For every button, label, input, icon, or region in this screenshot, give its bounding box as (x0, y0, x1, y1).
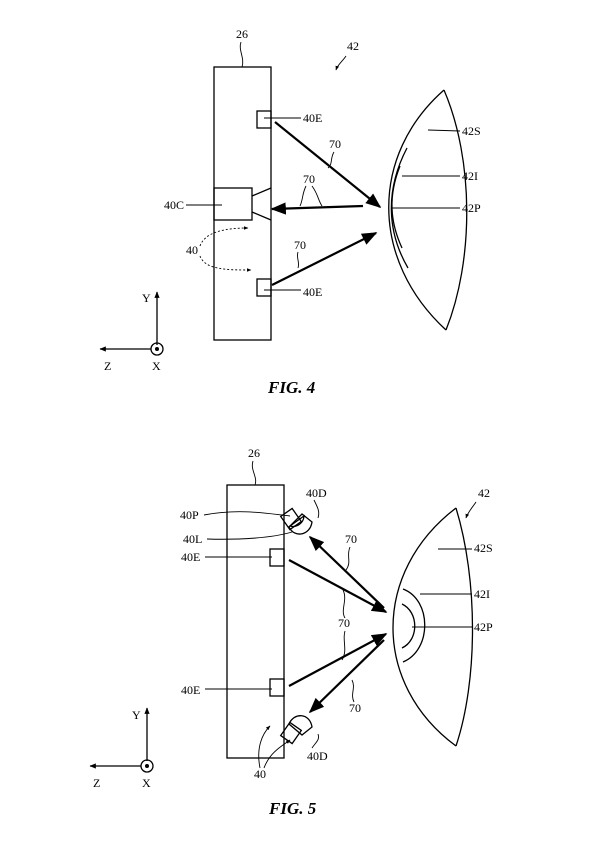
pupil-label: 42P (462, 201, 481, 215)
components-leader-2 (263, 739, 291, 769)
camera-label: 40C (164, 198, 184, 212)
ray-label-2: 70 (303, 172, 315, 186)
device-label: 26 (248, 446, 260, 460)
detector-bottom-leader (311, 733, 319, 749)
ray-label-1: 70 (345, 532, 357, 546)
ray-emit-top (288, 559, 388, 613)
eye-leader (465, 501, 477, 519)
pupil-label: 42P (474, 620, 493, 634)
detector-top-label: 40D (306, 486, 327, 500)
eye-label: 42 (347, 39, 359, 53)
device-body (226, 484, 285, 759)
components-label: 40 (186, 243, 198, 257)
lens-top (288, 513, 313, 535)
components-leader-1 (199, 226, 249, 247)
x-axis-dot (155, 347, 159, 351)
ray-emit-bottom (271, 232, 378, 286)
photodetector-label: 40P (180, 508, 199, 522)
camera-lens-top (251, 187, 272, 197)
sclera-label: 42S (474, 541, 493, 555)
ray-emit-bottom (288, 633, 388, 687)
lens-leader (206, 531, 293, 540)
eye-iris (390, 147, 409, 269)
eye-cornea-outer (392, 507, 457, 747)
ray-label-3: 70 (294, 238, 306, 252)
camera-lens-bottom (251, 211, 272, 221)
iris-label: 42I (474, 587, 490, 601)
eye-sclera-curve (443, 89, 468, 331)
emitter-top-label: 40E (181, 550, 200, 564)
device-body (213, 66, 272, 341)
detector-top (279, 507, 313, 535)
device-leader (251, 460, 257, 486)
ray-emit-top (274, 121, 382, 208)
emitter-bottom (256, 278, 272, 297)
lens-bottom (288, 715, 313, 736)
y-axis-label: Y (132, 708, 141, 722)
emitter-top (256, 110, 272, 129)
figure-4-caption: FIG. 4 (267, 378, 315, 397)
ray-leader-2a (299, 185, 307, 207)
ray-label-1: 70 (329, 137, 341, 151)
eye-pupil (391, 165, 403, 249)
emitter-bottom-label: 40E (181, 683, 200, 697)
figure-5-caption: FIG. 5 (268, 799, 317, 818)
ray-leader-2b (341, 630, 346, 661)
ray-return (270, 202, 364, 215)
ray-leader-3 (351, 679, 355, 703)
sclera-leader (427, 129, 461, 132)
z-axis-label: Z (104, 359, 111, 373)
ray-leader-1 (345, 546, 351, 571)
ray-leader-1 (327, 151, 335, 169)
ray-return-bottom (308, 639, 385, 714)
iris-label: 42I (462, 169, 478, 183)
components-label: 40 (254, 767, 266, 781)
detector-top-leader (313, 499, 320, 519)
eye-leader (335, 55, 347, 71)
z-axis-label: Z (93, 776, 100, 790)
sclera-label: 42S (462, 124, 481, 138)
lens-label: 40L (183, 532, 202, 546)
x-axis-label: X (152, 359, 161, 373)
eye-sclera-curve (455, 507, 474, 747)
ray-label-3: 70 (349, 701, 361, 715)
x-axis-label: X (142, 776, 151, 790)
ray-label-2: 70 (338, 616, 350, 630)
emitter-top (269, 548, 285, 567)
device-leader (239, 41, 244, 68)
eye-iris (402, 588, 426, 663)
components-leader-1 (258, 725, 271, 769)
ray-leader-2b (311, 185, 323, 207)
x-axis-ring (140, 759, 154, 773)
ray-return-top (308, 535, 385, 609)
photodetector-leader (203, 511, 291, 517)
x-axis-ring (150, 342, 164, 356)
eye-cornea-outer (388, 89, 447, 331)
emitter-top-label: 40E (303, 111, 322, 125)
emitter-bottom (269, 678, 285, 697)
figure-4: 26 42 40E 40E 40C 40 70 70 70 (99, 27, 481, 397)
ray-leader-2a (342, 589, 346, 619)
eye-label: 42 (478, 486, 490, 500)
detector-bottom-label: 40D (307, 749, 328, 763)
figure-5: 26 42 40D 40P 40L 40E 40E 40D 40 (89, 446, 493, 818)
y-axis-label: Y (142, 291, 151, 305)
x-axis-dot (145, 764, 149, 768)
camera (213, 187, 253, 221)
eye-pupil (401, 603, 416, 649)
ray-leader-3 (296, 251, 300, 269)
detector-bottom (279, 715, 313, 745)
components-leader-2 (199, 255, 252, 272)
device-label: 26 (236, 27, 248, 41)
emitter-bottom-label: 40E (303, 285, 322, 299)
